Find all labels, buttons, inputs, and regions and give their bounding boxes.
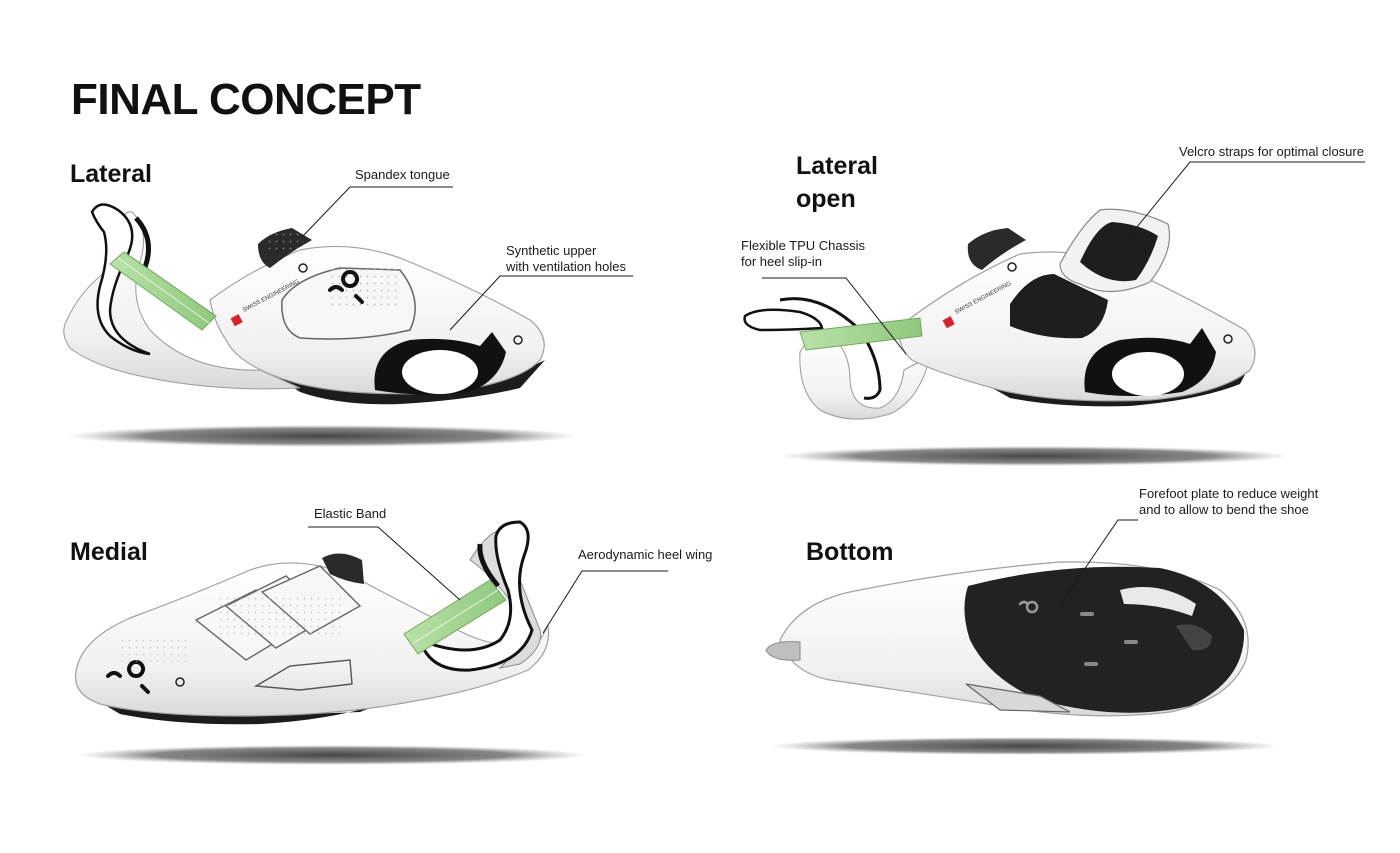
ground-shadow bbox=[770, 737, 1280, 755]
callout-line: and to allow to bend the shoe bbox=[1139, 502, 1309, 517]
view-label-bottom: Bottom bbox=[806, 538, 894, 566]
leader-tpu-chassis bbox=[762, 277, 907, 355]
toe-window bbox=[1112, 352, 1184, 396]
ground-shadow bbox=[77, 745, 587, 765]
callout-leader-lines bbox=[302, 161, 1365, 634]
callout-synthetic-upper: Synthetic upper with ventilation holes bbox=[506, 243, 626, 275]
callout-line: Flexible TPU Chassis bbox=[741, 238, 866, 253]
swiss-flag-icon bbox=[942, 316, 955, 329]
on-logo-icon bbox=[328, 270, 364, 304]
callout-line: Synthetic upper bbox=[506, 243, 597, 258]
cleat-bolt bbox=[1084, 662, 1098, 666]
heel-counter bbox=[779, 297, 882, 400]
callout-line: Forefoot plate to reduce weight bbox=[1139, 486, 1319, 501]
strap-buckle bbox=[253, 659, 353, 691]
view-label-lateral: Lateral bbox=[70, 160, 152, 188]
heel-loop bbox=[90, 203, 151, 356]
outsole bbox=[80, 690, 380, 725]
callout-heel-wing: Aerodynamic heel wing bbox=[578, 547, 713, 562]
velcro-pad bbox=[1080, 222, 1158, 282]
heel-loop bbox=[743, 308, 824, 332]
leader-spandex-tongue bbox=[302, 186, 453, 237]
rivet-icon bbox=[175, 677, 185, 687]
ground-shadow bbox=[67, 425, 577, 447]
callout-line: for heel slip-in bbox=[741, 254, 822, 269]
view-label-medial: Medial bbox=[70, 538, 148, 566]
rivet-icon bbox=[1007, 262, 1017, 272]
leader-forefoot-plate bbox=[1059, 519, 1138, 606]
view-label-lateral-open: Lateral open bbox=[796, 150, 878, 216]
spandex-tongue-shape bbox=[322, 553, 364, 584]
lateral-view-drawing: SWISS ENGINEERING bbox=[63, 203, 577, 447]
page-title: FINAL CONCEPT bbox=[71, 75, 421, 124]
strap-buckle bbox=[965, 683, 1071, 713]
medial-view-drawing bbox=[74, 520, 587, 765]
spandex-tongue-shape bbox=[967, 228, 1026, 270]
swiss-flag-icon bbox=[230, 314, 243, 327]
on-logo-icon bbox=[1018, 600, 1039, 614]
plate-vent bbox=[1120, 587, 1196, 616]
toe-bumper bbox=[1176, 624, 1212, 651]
strap-perforation bbox=[220, 592, 340, 636]
outsole bbox=[255, 360, 545, 405]
heel-loop bbox=[417, 520, 534, 672]
toe-window bbox=[402, 350, 478, 394]
on-logo-icon bbox=[106, 660, 150, 694]
rivet-icon bbox=[1223, 334, 1233, 344]
callout-velcro-straps: Velcro straps for optimal closure bbox=[1179, 144, 1364, 159]
leader-synthetic-upper bbox=[449, 275, 633, 331]
bottom-view-drawing bbox=[765, 561, 1280, 755]
heel-counter bbox=[134, 216, 151, 271]
leader-velcro-straps bbox=[1127, 161, 1365, 239]
callout-elastic-band: Elastic Band bbox=[314, 506, 387, 521]
heel-cup bbox=[765, 641, 801, 661]
view-label-line: Lateral bbox=[796, 152, 878, 180]
velcro-pad bbox=[1010, 274, 1108, 339]
callout-spandex-tongue: Spandex tongue bbox=[355, 167, 450, 182]
toe-perforation bbox=[120, 640, 190, 662]
elastic-band bbox=[799, 317, 923, 351]
leader-heel-wing bbox=[542, 570, 668, 634]
callout-tpu-chassis: Flexible TPU Chassis for heel slip-in bbox=[741, 238, 865, 270]
callout-forefoot-plate: Forefoot plate to reduce weight and to a… bbox=[1139, 486, 1318, 518]
leader-elastic-band bbox=[308, 526, 461, 601]
lateral-open-view-drawing: SWISS ENGINEERING bbox=[743, 208, 1290, 466]
cleat-bolt bbox=[1080, 612, 1094, 616]
cleat-bolt bbox=[1124, 640, 1138, 644]
rivet-icon bbox=[298, 263, 308, 273]
callout-line: with ventilation holes bbox=[506, 259, 626, 274]
heel-counter bbox=[477, 543, 500, 588]
rivet-icon bbox=[513, 335, 523, 345]
ground-shadow bbox=[780, 446, 1290, 466]
view-label-line: open bbox=[796, 185, 856, 213]
tongue-dots bbox=[268, 232, 304, 252]
